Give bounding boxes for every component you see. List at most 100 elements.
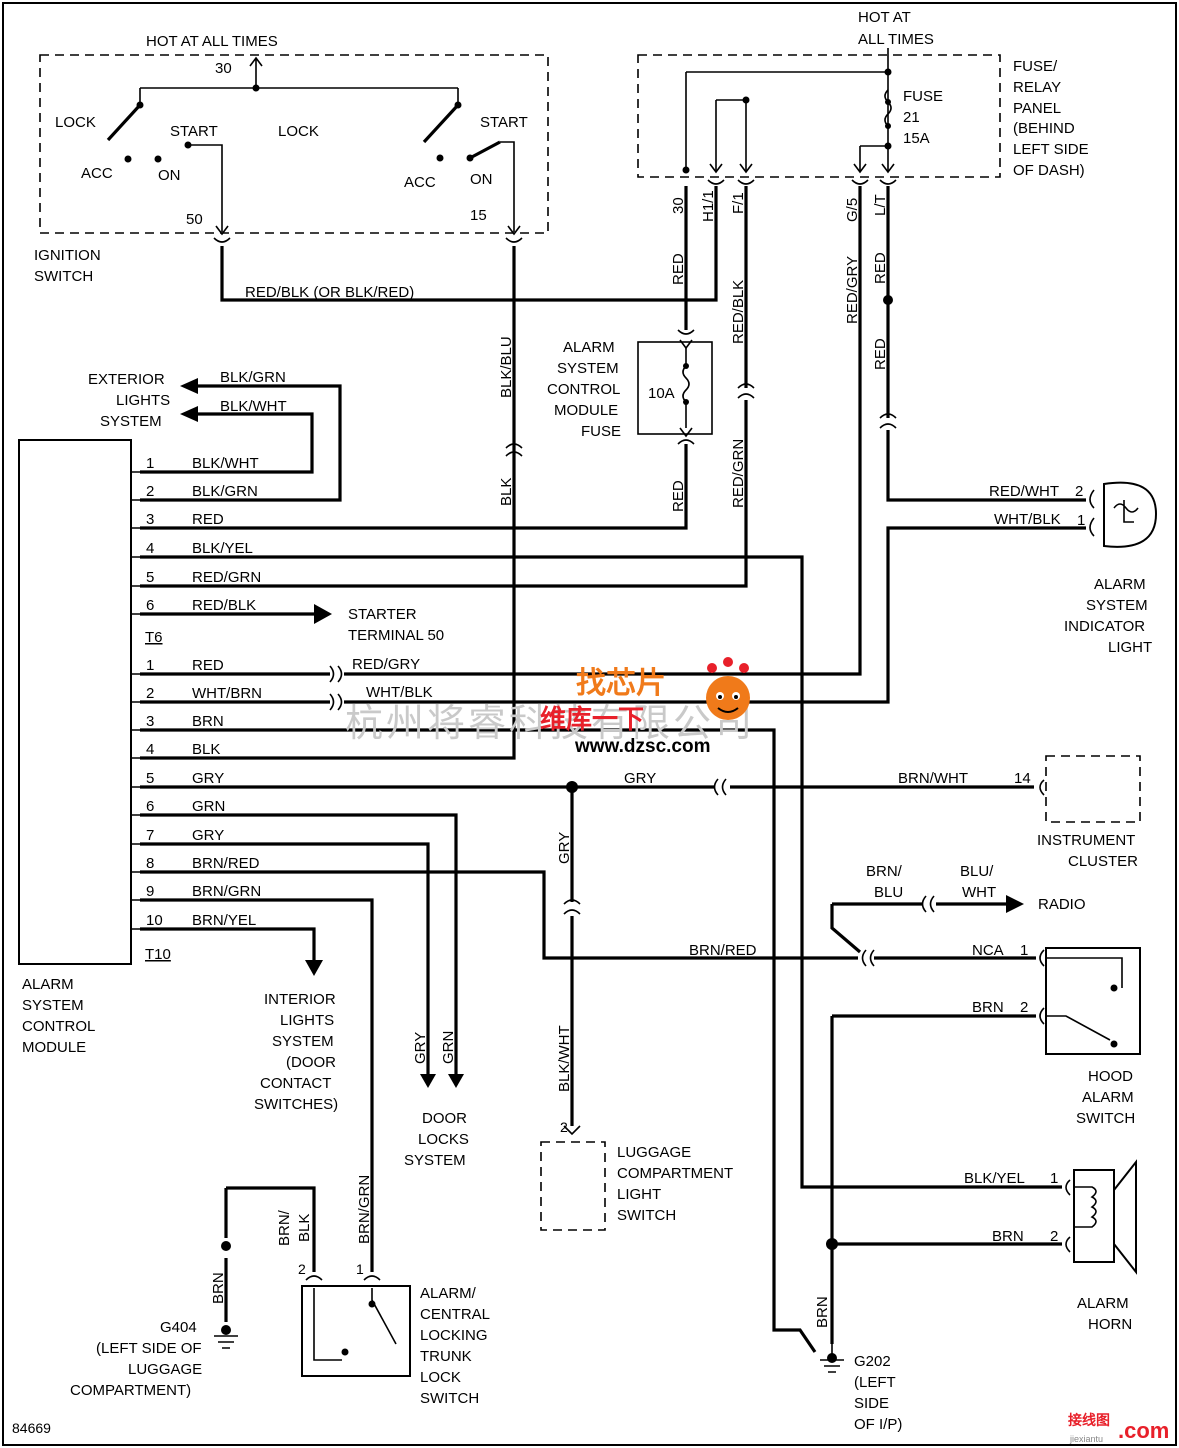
t6-pin-number: 2 — [146, 483, 154, 500]
g404-title-3: LUGGAGE — [128, 1361, 202, 1378]
horn-title-2: HORN — [1088, 1316, 1132, 1333]
wire-label-blk-wht-ext: BLK/WHT — [220, 398, 287, 415]
t10-pin-number: 10 — [146, 912, 163, 929]
pin-f1-label: F/1 — [730, 192, 747, 214]
instrument-title-2: CLUSTER — [1068, 853, 1138, 870]
watermark-corner-com: .com — [1118, 1418, 1169, 1443]
g202-title-2: (LEFT — [854, 1374, 896, 1391]
door-locks-title-1: DOOR — [422, 1110, 467, 1127]
fuse21-line1: FUSE — [903, 88, 943, 105]
door-locks-title-3: SYSTEM — [404, 1152, 466, 1169]
starter-title-2: TERMINAL 50 — [348, 627, 444, 644]
t10-pin-number: 6 — [146, 798, 154, 815]
fuse21-line3: 15A — [903, 130, 930, 147]
t6-pin-number: 3 — [146, 511, 154, 528]
interior-title-4: (DOOR — [286, 1054, 336, 1071]
t10-pin-wire-label: RED — [192, 657, 224, 674]
wire-label-red-lt-1: RED — [872, 252, 889, 284]
panel-hot-line2: ALL TIMES — [858, 31, 934, 48]
fuse-10a-title-5: FUSE — [581, 423, 621, 440]
wire-gry-instrument: GRY BRN/WHT 14 INSTRUMENT CLUSTER — [140, 755, 1141, 870]
watermark-corner-sub: jiexiantu — [1069, 1434, 1103, 1444]
wire-label-wht-blk: WHT/BLK — [994, 511, 1061, 528]
watermark-url: www.dzsc.com — [574, 736, 711, 757]
wire-label-blk-yel-horn: BLK/YEL — [964, 1170, 1025, 1187]
t10-pin-wire-label: BRN/YEL — [192, 912, 256, 929]
t6-pin-wire-label: BLK/YEL — [192, 540, 253, 557]
module-title-4: MODULE — [22, 1039, 86, 1056]
on-label-left: ON — [158, 167, 181, 184]
panel-title-6: OF DASH) — [1013, 162, 1085, 179]
trunk-title-1: ALARM/ — [420, 1285, 477, 1302]
wire-radio: BRN/ BLU BLU/ WHT RADIO — [830, 863, 1086, 954]
fuse-10a-rating: 10A — [648, 385, 675, 402]
wire-red-blk-ignition: RED/BLK (OR BLK/RED) — [220, 186, 718, 302]
panel-title-4: (BEHIND — [1013, 120, 1075, 137]
wire-label-gry-lug: GRY — [556, 832, 573, 864]
wire-label-brn-blk-2: BLK — [296, 1214, 313, 1242]
indicator-title-2: SYSTEM — [1086, 597, 1148, 614]
indicator-title-4: LIGHT — [1108, 639, 1152, 656]
wire-interior-lights: INTERIOR LIGHTS SYSTEM (DOOR CONTACT SWI… — [140, 927, 338, 1113]
wire-label-brn-blk-1: BRN/ — [276, 1209, 293, 1246]
trunk-pin-1: 1 — [356, 1261, 364, 1277]
t6-pin-wire-label: BLK/WHT — [192, 455, 259, 472]
luggage-title-4: SWITCH — [617, 1207, 676, 1224]
interior-title-2: LIGHTS — [280, 1012, 334, 1029]
wire-brn-red-hood: BRN/RED NCA — [140, 870, 1036, 967]
wire-brn-g202 — [140, 728, 817, 1353]
horn-pin-1: 1 — [1050, 1170, 1058, 1187]
horn-pin-2: 2 — [1050, 1228, 1058, 1245]
t6-pin-number: 1 — [146, 455, 154, 472]
hood-pin-2: 2 — [1020, 999, 1028, 1016]
acc-label-left: ACC — [81, 165, 113, 182]
trunk-title-2: CENTRAL — [420, 1306, 490, 1323]
wire-label-brn-hood: BRN — [972, 999, 1004, 1016]
panel-title-1: FUSE/ — [1013, 58, 1058, 75]
wire-blk-yel-horn: BLK/YEL — [140, 555, 1062, 1189]
exterior-title-3: SYSTEM — [100, 413, 162, 430]
panel-title-3: PANEL — [1013, 100, 1061, 117]
wire-label-brn-blu-2: BLU — [874, 884, 903, 901]
wire-label-nca: NCA — [972, 942, 1004, 959]
module-title-3: CONTROL — [22, 1018, 95, 1035]
t6-pin-number: 6 — [146, 597, 154, 614]
trunk-pin-2: 2 — [298, 1261, 306, 1277]
wire-label-brn-wht: BRN/WHT — [898, 770, 968, 787]
horn-title-1: ALARM — [1077, 1295, 1129, 1312]
wire-label-gry-inst: GRY — [624, 770, 656, 787]
wire-label-brn-red: BRN/RED — [689, 942, 757, 959]
wire-label-blk: BLK — [498, 478, 515, 506]
t10-pin-number: 3 — [146, 713, 154, 730]
luggage-title-1: LUGGAGE — [617, 1144, 691, 1161]
wire-label-red-blk-alt: RED/BLK (OR BLK/RED) — [245, 284, 414, 301]
wire-brn-grn-trunk: BRN/GRN — [140, 898, 374, 1272]
start-label-left: START — [170, 123, 218, 140]
alarm-module-fuse: 10A ALARM SYSTEM CONTROL MODULE FUSE — [547, 329, 713, 445]
wire-label-blk-grn-ext: BLK/GRN — [220, 369, 286, 386]
starter-title-1: STARTER — [348, 606, 417, 623]
trunk-title-6: SWITCH — [420, 1390, 479, 1407]
t10-pin-number: 5 — [146, 770, 154, 787]
luggage-title-3: LIGHT — [617, 1186, 661, 1203]
alarm-indicator-light: 2 1 ALARM SYSTEM INDICATOR LIGHT — [1064, 481, 1158, 656]
t10-pin-wire-label: GRY — [192, 770, 224, 787]
wire-red-blk-f1: RED/BLK RED/GRN — [140, 186, 755, 588]
start-label-right: START — [480, 114, 528, 131]
interior-title-1: INTERIOR — [264, 991, 336, 1008]
wire-label-brn-grn: BRN/GRN — [356, 1175, 373, 1244]
wire-label-red-lt-2: RED — [872, 338, 889, 370]
wire-label-red-30: RED — [670, 253, 687, 285]
terminal-30-label: 30 — [215, 60, 232, 77]
g404-title-4: COMPARTMENT) — [70, 1382, 191, 1399]
fuse-10a-title-4: MODULE — [554, 402, 618, 419]
watermark-mascot-icon — [706, 657, 750, 720]
wire-red-blk-starter: STARTER TERMINAL 50 — [140, 604, 444, 644]
g202-title-1: G202 — [854, 1353, 891, 1370]
instrument-title-1: INSTRUMENT — [1037, 832, 1135, 849]
hood-pin-1: 1 — [1020, 942, 1028, 959]
terminal-15-label: 15 — [470, 207, 487, 224]
wire-red-lt: RED RED RED/WHT — [872, 186, 1086, 502]
t10-pin-number: 4 — [146, 741, 154, 758]
